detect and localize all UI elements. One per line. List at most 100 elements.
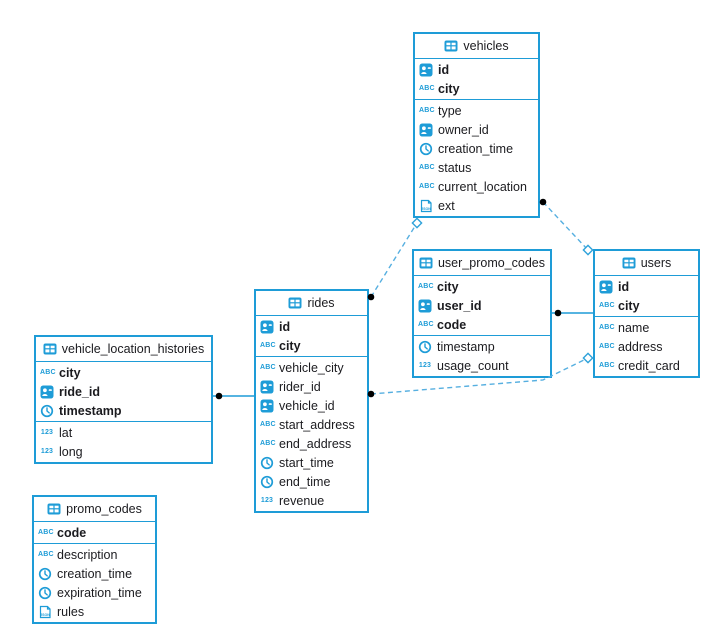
field-label: creation_time (438, 141, 514, 156)
field-label: status (438, 160, 472, 175)
uuid-icon (260, 380, 274, 394)
field-label: city (279, 338, 301, 353)
text-icon: ABC (260, 420, 276, 428)
field-row-vehicle_id: vehicle_id (256, 396, 367, 415)
table-title: users (640, 256, 672, 270)
field-label: start_address (279, 417, 355, 432)
field-row-timestamp: timestamp (36, 401, 211, 420)
text-icon: ABC (260, 363, 276, 371)
field-label: vehicle_city (279, 360, 344, 375)
field-row-user_id: user_id (414, 296, 550, 315)
table-icon (444, 39, 458, 53)
field-row-ride_id: ride_id (36, 382, 211, 401)
text-icon: ABC (419, 84, 435, 92)
field-label: id (438, 62, 450, 77)
field-label: user_id (437, 298, 482, 313)
field-label: city (618, 298, 640, 313)
text-icon: ABC (599, 301, 615, 309)
field-row-creation_time: creation_time (34, 564, 155, 583)
field-label: owner_id (438, 122, 489, 137)
table-header-users[interactable]: users (595, 251, 698, 276)
table-header-vehicle_location_histories[interactable]: vehicle_location_histories (36, 337, 211, 362)
text-icon: ABC (599, 342, 615, 350)
json-icon: JSON (419, 199, 433, 213)
table-title: promo_codes (66, 502, 142, 516)
number-icon: 123 (40, 428, 54, 436)
field-label: id (618, 279, 630, 294)
table-icon (288, 296, 302, 310)
field-label: vehicle_id (279, 398, 335, 413)
field-label: end_address (279, 436, 352, 451)
text-icon: ABC (38, 550, 54, 558)
field-label: ride_id (59, 384, 100, 399)
number-icon: 123 (260, 496, 274, 504)
table-title: vehicles (463, 39, 509, 53)
uuid-icon (40, 385, 54, 399)
svg-text:JSON: JSON (421, 207, 431, 211)
text-icon: ABC (260, 341, 276, 349)
field-row-owner_id: owner_id (415, 120, 538, 139)
table-header-user_promo_codes[interactable]: user_promo_codes (414, 251, 550, 276)
number-icon: 123 (40, 447, 54, 455)
table-icon (43, 342, 57, 356)
field-label: description (57, 547, 118, 562)
field-label: city (59, 365, 81, 380)
uuid-icon (260, 399, 274, 413)
uuid-icon (419, 63, 433, 77)
timestamp-icon (38, 586, 52, 600)
field-row-timestamp: timestamp (414, 337, 550, 356)
text-icon: ABC (419, 163, 435, 171)
table-title: user_promo_codes (437, 256, 545, 270)
timestamp-icon (40, 404, 54, 418)
table-title: rides (307, 296, 335, 310)
field-label: rules (57, 604, 85, 619)
field-label: ext (438, 198, 455, 213)
timestamp-icon (418, 340, 432, 354)
table-header-rides[interactable]: rides (256, 291, 367, 316)
field-row-end_time: end_time (256, 472, 367, 491)
text-icon: ABC (419, 182, 435, 190)
field-label: id (279, 319, 291, 334)
table-header-vehicles[interactable]: vehicles (415, 34, 538, 59)
field-label: timestamp (59, 403, 122, 418)
field-row-rider_id: rider_id (256, 377, 367, 396)
table-icon (622, 256, 636, 270)
field-label: expiration_time (57, 585, 142, 600)
field-label: start_time (279, 455, 334, 470)
table-header-promo_codes[interactable]: promo_codes (34, 497, 155, 522)
text-icon: ABC (418, 282, 434, 290)
uuid-icon (419, 123, 433, 137)
table-icon (419, 256, 433, 270)
text-icon: ABC (260, 439, 276, 447)
